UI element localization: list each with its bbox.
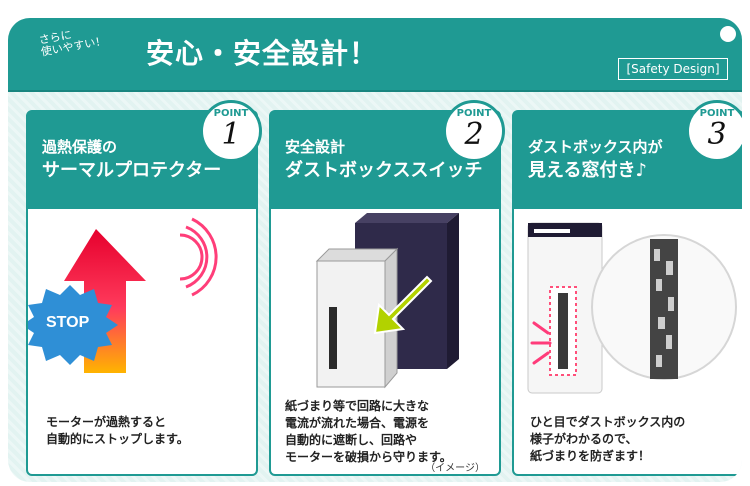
point-card-2: 安全設計 ダストボックススイッチ POINT 2 [269,100,505,476]
point-3-subheading: ダストボックス内が [528,138,663,156]
header: さらに 使いやすい！ 安心・安全設計！ [Safety Design] [8,18,742,92]
point-2-heading: ダストボックススイッチ [285,160,483,181]
point-2-subheading: 安全設計 [285,138,346,156]
thermal-protector-illustration: STOP [22,209,256,399]
dust-box-drawer-top [315,248,399,262]
dust-box-drawer [316,260,386,388]
point-2-badge: POINT 2 [443,100,505,162]
punch-hole [720,26,736,42]
shredder-top [355,213,459,223]
attention-marks [530,321,552,365]
insert-arrow-icon [373,275,433,335]
dust-box-window [329,307,337,369]
heat-waves [179,217,218,297]
stop-starburst [22,285,118,365]
shredder-brand-mark [534,229,570,233]
point-2-badge-label: POINT [456,108,492,119]
stop-label: STOP [46,314,90,331]
point-1-heading: サーマルプロテクター [42,160,222,181]
point-card-1: 過熱保護の サーマルプロテクター POINT 1 [22,100,262,476]
point-1-badge-label: POINT [213,108,249,119]
point-3-description: ひと目でダストボックス内の 様子がわかるので、 紙づまりを防ぎます！ [530,415,686,463]
point-1-description: モーターが過熱すると 自動的にストップします。 [46,415,189,446]
banner-panel: さらに 使いやすい！ 安心・安全設計！ [Safety Design] 過熱保護… [8,18,742,482]
point-3-badge: POINT 3 [686,100,742,162]
shredder-side [447,213,459,369]
image-caption: （イメージ） [425,463,485,474]
point-1-subheading: 過熱保護の [42,138,118,156]
thermal-protector-svg [22,217,218,373]
point-1-badge: POINT 1 [200,100,262,162]
point-card-2-header: 安全設計 ダストボックススイッチ [271,112,499,209]
shredder-window [558,293,568,369]
window-illustration [514,209,742,399]
header-tagline: さらに 使いやすい！ [37,28,108,59]
dust-box-switch-svg [315,213,459,389]
point-2-badge-number: 2 [464,117,484,152]
point-3-badge-label: POINT [699,108,735,119]
point-card-3: ダストボックス内が 見える窓付き♪ POINT 3 [512,100,742,476]
header-title: 安心・安全設計！ [146,37,379,70]
window-svg [527,222,737,394]
point-3-heading: 見える窓付き♪ [528,160,647,181]
header-tag: [Safety Design] [618,58,728,80]
shredded-paper [654,249,674,367]
dust-box-switch-illustration: （イメージ） [271,209,499,474]
point-2-description: 紙づまり等で回路に大きな 電流が流れた場合、電源を 自動的に遮断し、回路や モー… [285,399,452,464]
point-1-badge-number: 1 [221,117,241,152]
point-3-badge-number: 3 [707,117,727,152]
